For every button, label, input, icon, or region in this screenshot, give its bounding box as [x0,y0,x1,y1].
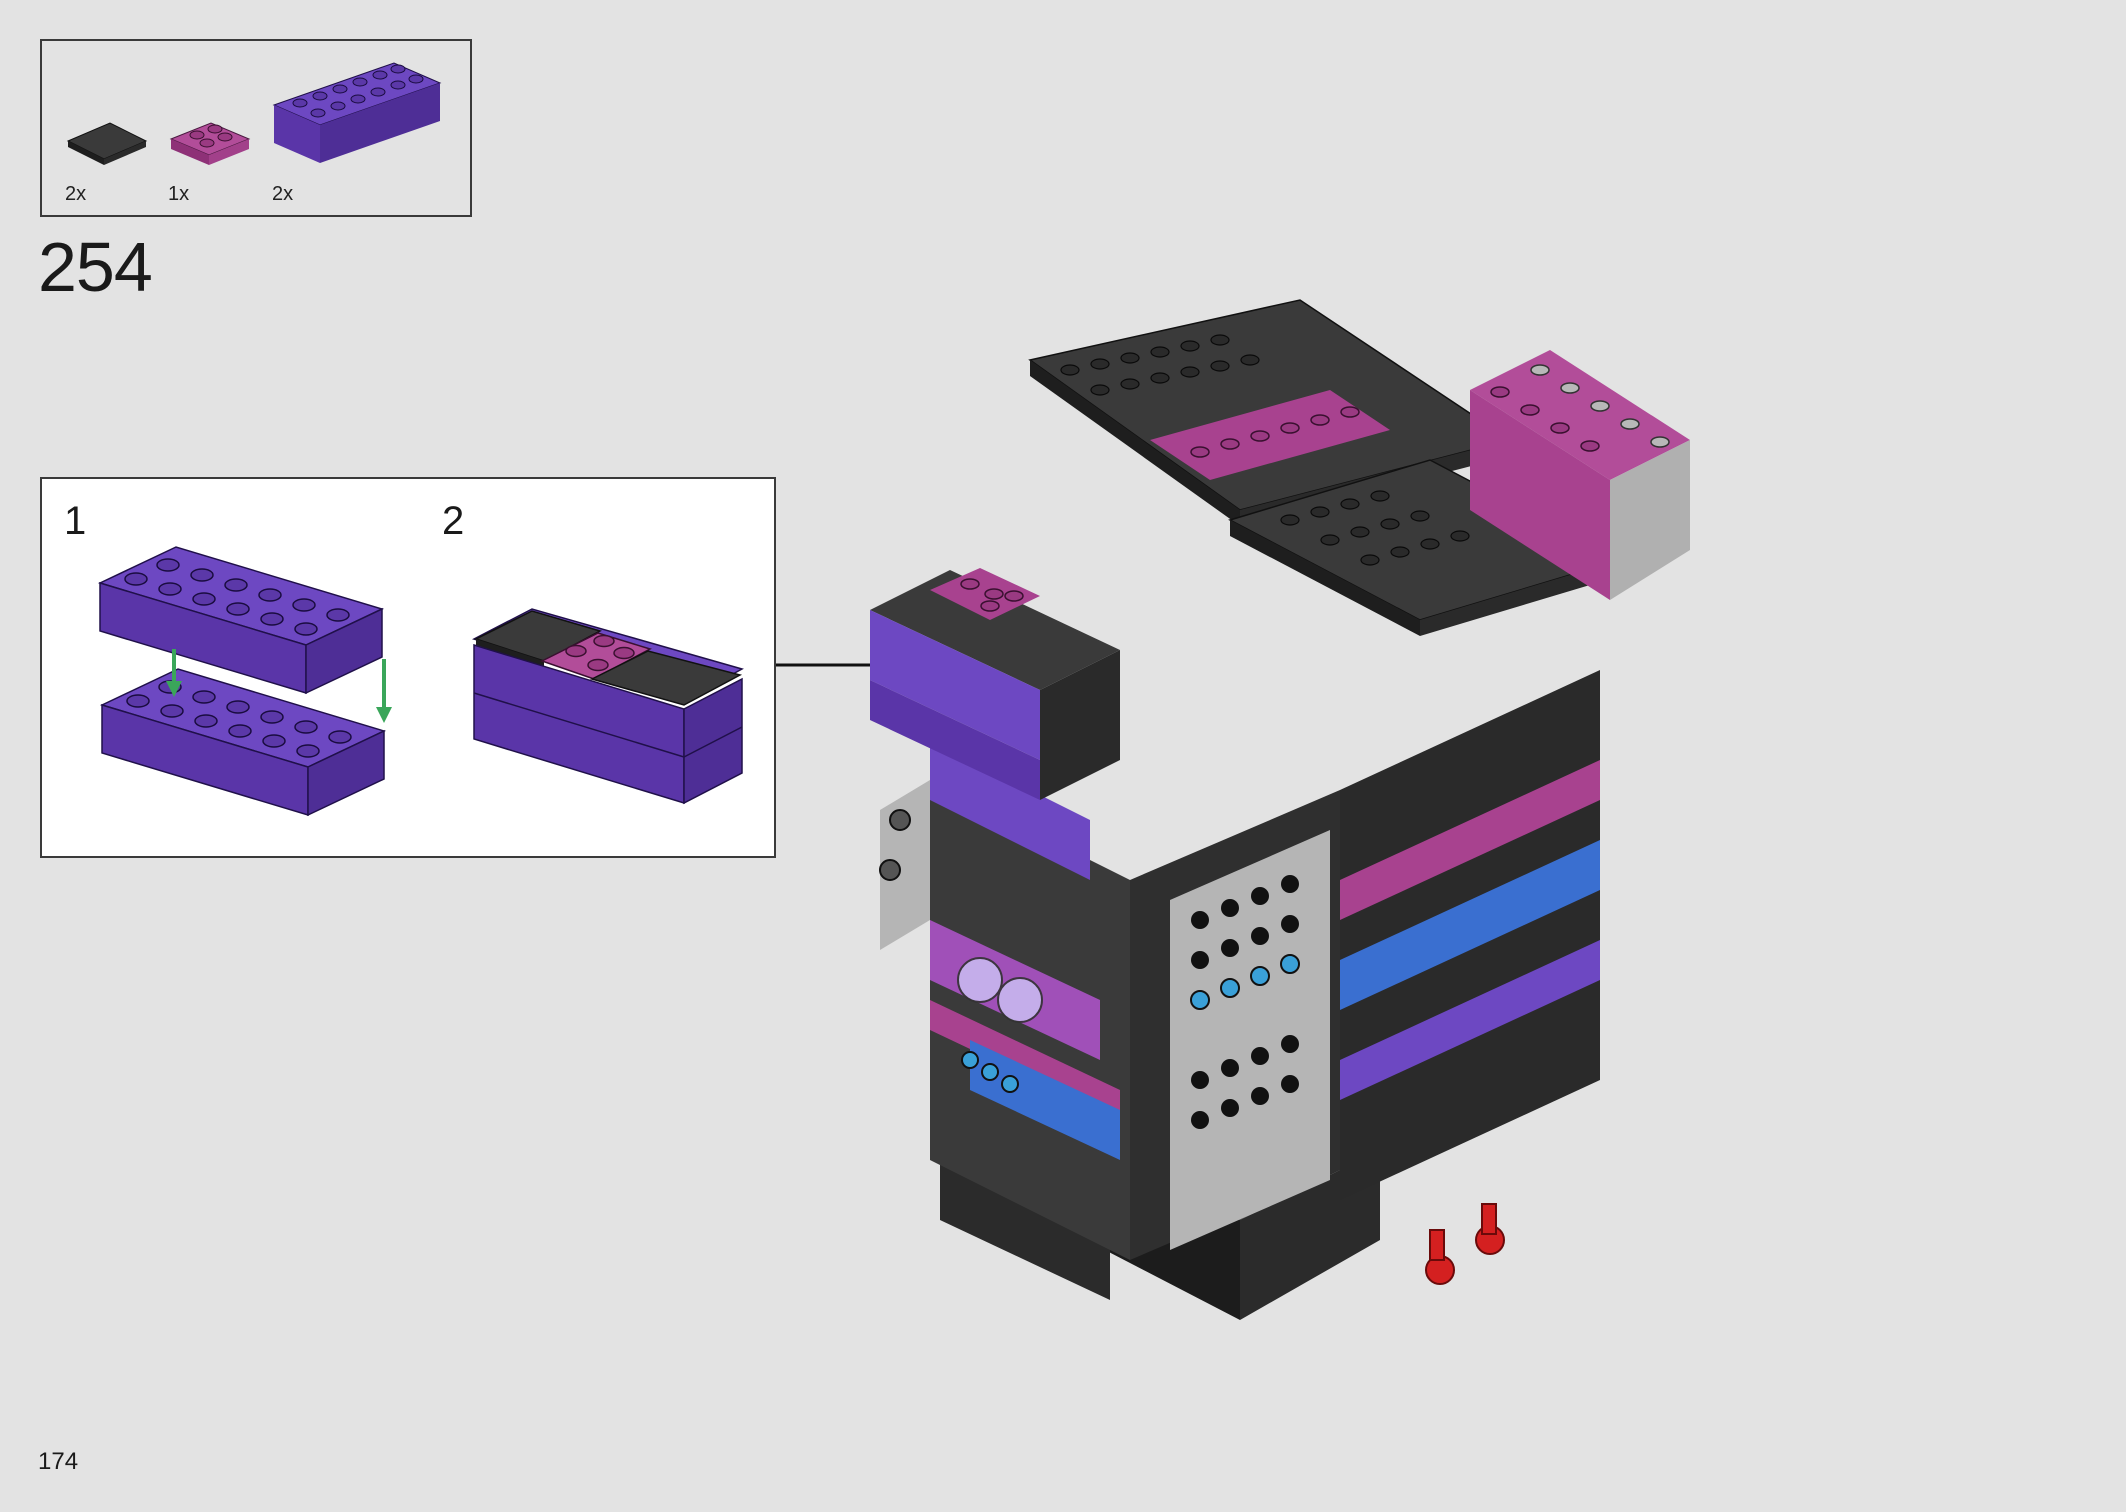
substep-number-2: 2 [442,499,465,543]
substep-2-illustration [471,608,744,805]
part-brick-2x6-purple [272,62,442,163]
parts-list-callout: 2x 1x 2x [40,39,472,217]
page-number: 174 [38,1448,79,1475]
part-plate-2x2-magenta [169,122,251,165]
substep-number-1: 1 [64,499,87,543]
part-tile-2x2-black [66,122,148,165]
part-qty-2: 1x [168,183,190,205]
model-illustration [870,299,1690,1320]
substep-callout: 1 2 [40,477,776,858]
part-qty-1: 2x [65,183,87,205]
substep-1-illustration [97,546,392,817]
part-qty-3: 2x [272,183,294,205]
step-number: 254 [38,228,153,306]
